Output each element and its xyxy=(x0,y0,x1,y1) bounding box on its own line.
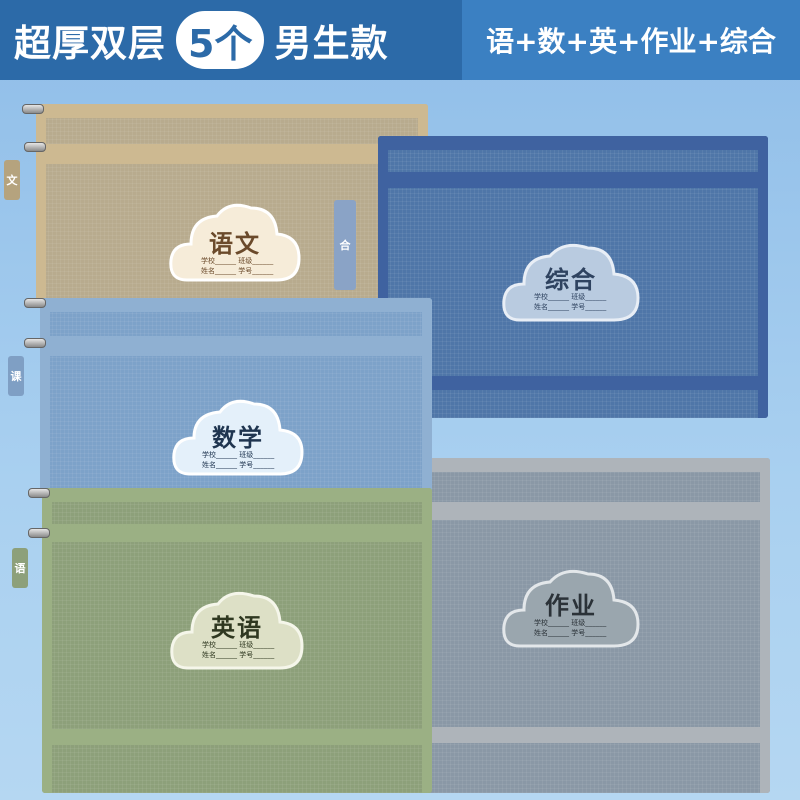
card-label: 综合 xyxy=(545,266,597,294)
cloud-card-icon xyxy=(502,243,640,322)
card-fields: 学校______ 班级______ 姓名______ 学号______ xyxy=(534,293,607,311)
zipper-pull[interactable] xyxy=(24,298,46,308)
zipper-pull[interactable] xyxy=(28,488,50,498)
cloud-card-icon xyxy=(169,203,301,282)
zipper-pull[interactable] xyxy=(22,104,44,114)
cloud-card-icon xyxy=(172,399,304,476)
card-fields: 学校______ 班级______ 姓名______ 学号______ xyxy=(202,451,275,469)
title-banner: 超厚双层 5个 男生款 语+数+英+作业+综合 xyxy=(0,0,800,80)
bag-tab-zonghe[interactable]: 合 xyxy=(334,200,356,290)
card-fields: 学校______ 班级______ 姓名______ 学号______ xyxy=(202,641,275,659)
name-card-shuxue: 数学 学校______ 班级______ 姓名______ 学号______ xyxy=(168,392,308,482)
banner-left: 超厚双层 5个 男生款 xyxy=(0,0,462,80)
bag-yuwen xyxy=(36,104,428,304)
zipper-pull[interactable] xyxy=(24,142,46,152)
cloud-card-icon xyxy=(170,591,304,670)
bag-tab-shuxue[interactable]: 课 xyxy=(8,356,24,396)
bag-tab-yingyu[interactable]: 语 xyxy=(12,548,28,588)
card-fields: 学校______ 班级______ 姓名______ 学号______ xyxy=(534,619,607,637)
banner-title-b: 男生款 xyxy=(274,22,389,65)
count-badge: 5个 xyxy=(176,11,265,69)
name-card-zuoye: 作业 学校______ 班级______ 姓名______ 学号______ xyxy=(498,560,644,654)
name-card-yuwen: 语文 学校______ 班级______ 姓名______ 学号______ xyxy=(165,194,305,288)
card-label: 语文 xyxy=(209,230,261,258)
card-label: 英语 xyxy=(211,614,263,642)
bag-shuxue xyxy=(40,298,432,498)
name-card-yingyu: 英语 学校______ 班级______ 姓名______ 学号______ xyxy=(166,582,308,676)
bag-tab-yuwen[interactable]: 文 xyxy=(4,160,20,200)
cloud-card-icon xyxy=(502,569,640,648)
zipper-pull[interactable] xyxy=(28,528,50,538)
bag-zonghe xyxy=(378,136,768,418)
banner-subjects: 语+数+英+作业+综合 xyxy=(462,0,800,80)
banner-title-a: 超厚双层 xyxy=(14,22,166,65)
zipper-pull[interactable] xyxy=(24,338,46,348)
card-fields: 学校______ 班级______ 姓名______ 学号______ xyxy=(201,257,274,275)
card-label: 数学 xyxy=(212,424,264,452)
name-card-zonghe: 综合 学校______ 班级______ 姓名______ 学号______ xyxy=(498,234,644,328)
card-label: 作业 xyxy=(545,592,597,620)
